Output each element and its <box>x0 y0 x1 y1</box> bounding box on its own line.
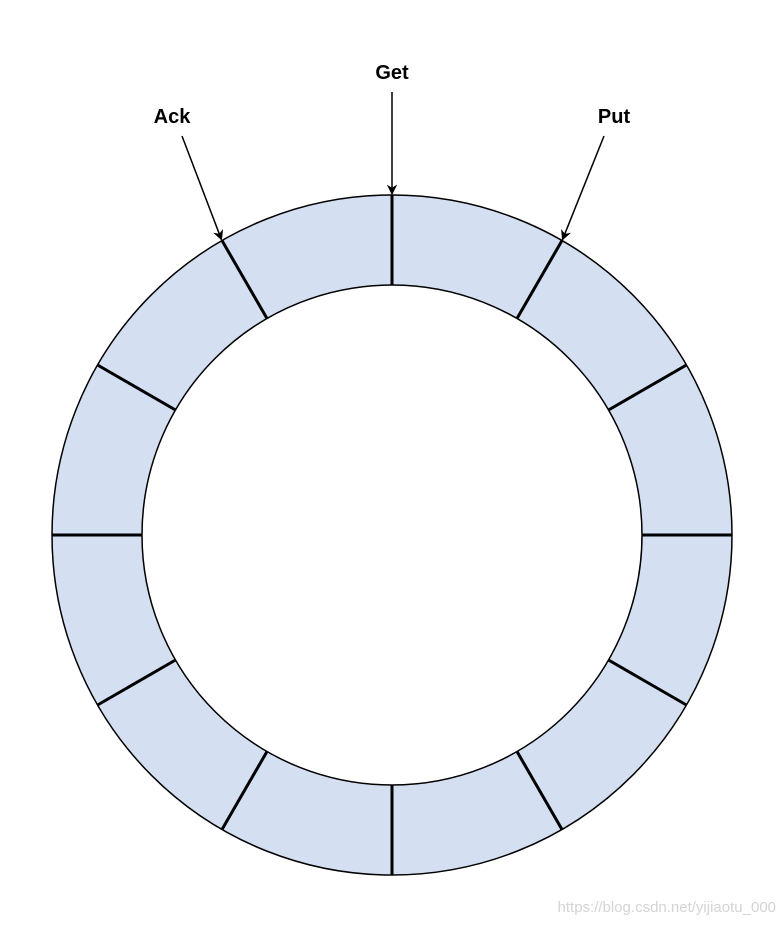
ack-pointer: Ack <box>154 106 224 241</box>
slot-dividers <box>52 195 732 875</box>
slot-divider <box>96 658 177 707</box>
slot-divider <box>220 750 269 831</box>
slot-divider <box>515 750 564 831</box>
get-pointer: Get <box>375 62 409 196</box>
slot-divider <box>607 658 688 707</box>
slot-divider <box>220 239 269 320</box>
put-pointer-arrow <box>561 135 605 241</box>
get-pointer-label: Get <box>375 62 409 84</box>
slot-divider <box>515 239 564 320</box>
watermark: https://blog.csdn.net/yijiaotu_000 <box>557 899 776 916</box>
put-pointer: Put <box>561 106 631 241</box>
put-pointer-label: Put <box>598 106 631 128</box>
ack-pointer-label: Ack <box>154 106 192 128</box>
ack-pointer-arrow <box>181 135 224 241</box>
slot-divider <box>607 363 688 412</box>
slot-divider <box>96 363 177 412</box>
ring-buffer-band <box>51 194 733 876</box>
